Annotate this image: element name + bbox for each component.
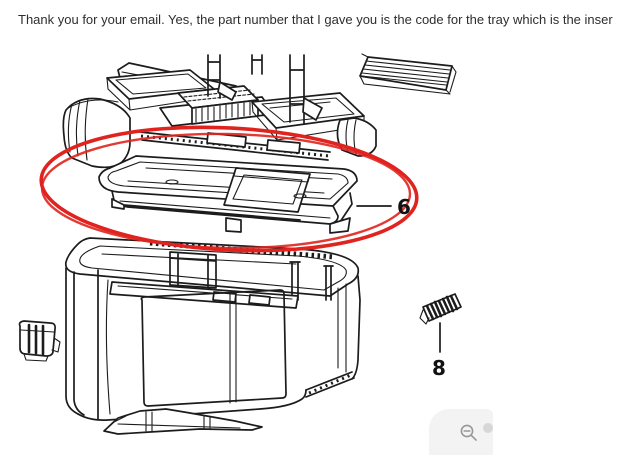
highlight-circle (39, 125, 419, 253)
hinge-pin-drawing (419, 293, 462, 325)
toolbox-body-drawing (64, 237, 361, 421)
partial-handle-drawing (103, 408, 263, 435)
callout-6-label: 6 (397, 195, 411, 219)
callout-8: 8 (432, 322, 446, 380)
callout-8-label: 8 (432, 356, 446, 380)
zoom-toolbar (429, 409, 493, 455)
ribbed-pad-drawing (359, 53, 457, 95)
message-text: Thank you for your email. Yes, the part … (18, 12, 613, 27)
toolbox-lid-drawing (62, 54, 377, 169)
latch-drawing (18, 320, 61, 362)
magnifier-zoom-out-icon (460, 424, 477, 441)
parts-diagram: 6 8 (0, 34, 627, 455)
callout-6: 6 (356, 195, 411, 219)
tray-drawing (98, 155, 358, 234)
zoom-out-button[interactable] (458, 422, 480, 444)
toolbar-dot (483, 423, 493, 433)
exploded-diagram-svg: 6 8 (18, 53, 462, 435)
